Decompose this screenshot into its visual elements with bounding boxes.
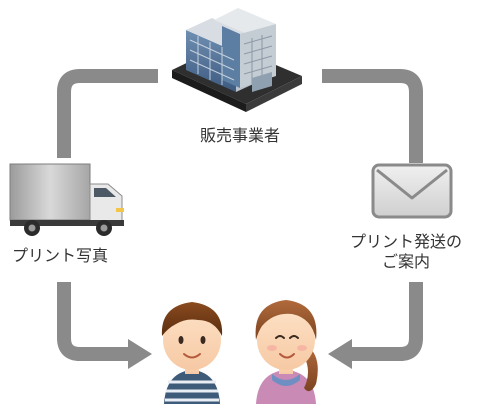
mail-label: プリント発送の ご案内 <box>340 232 472 272</box>
customer-couple-icon <box>161 300 318 404</box>
arrow-seller-to-mail <box>322 69 423 163</box>
seller-label: 販売事業者 <box>199 126 280 145</box>
office-building-icon <box>172 8 302 112</box>
truck-label: プリント写真 <box>12 246 109 265</box>
arrowhead-right <box>128 339 152 369</box>
mail-label-line1: プリント発送の <box>349 232 462 251</box>
arrow-truck-to-customers <box>57 282 152 369</box>
envelope-icon <box>371 163 453 219</box>
delivery-truck-icon <box>9 163 124 236</box>
mail-label-line2: ご案内 <box>381 252 430 271</box>
arrowhead-left <box>328 339 352 369</box>
arrow-mail-to-customers <box>328 282 423 369</box>
customer-woman-figure <box>255 300 318 404</box>
customer-man-figure <box>161 302 223 404</box>
arrow-seller-to-truck <box>57 69 158 158</box>
